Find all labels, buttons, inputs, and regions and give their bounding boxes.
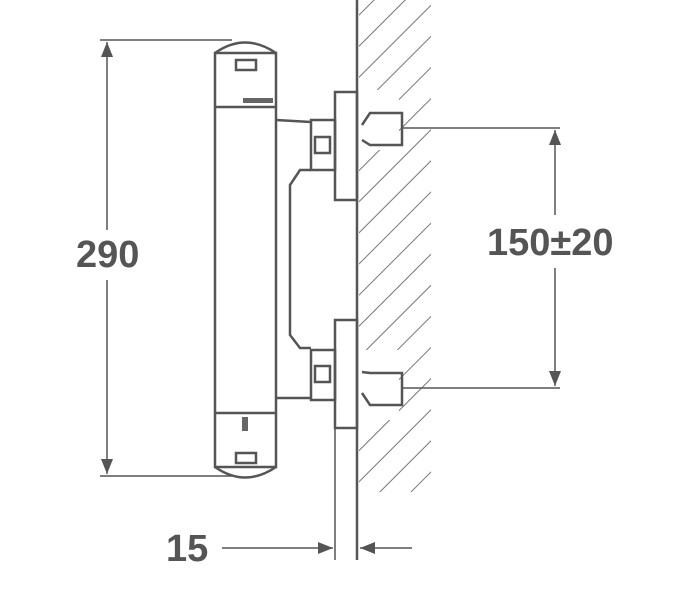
connecting-pipe xyxy=(275,118,312,400)
inlet-spacing-dimension-label: 150±20 xyxy=(487,222,614,264)
dimension-lines xyxy=(100,39,561,560)
thermostat-body xyxy=(213,41,278,479)
wall-offset-dimension-label: 15 xyxy=(166,528,209,570)
height-dimension-label: 290 xyxy=(76,234,140,276)
lower-inlet xyxy=(309,318,560,430)
upper-inlet xyxy=(309,90,560,202)
